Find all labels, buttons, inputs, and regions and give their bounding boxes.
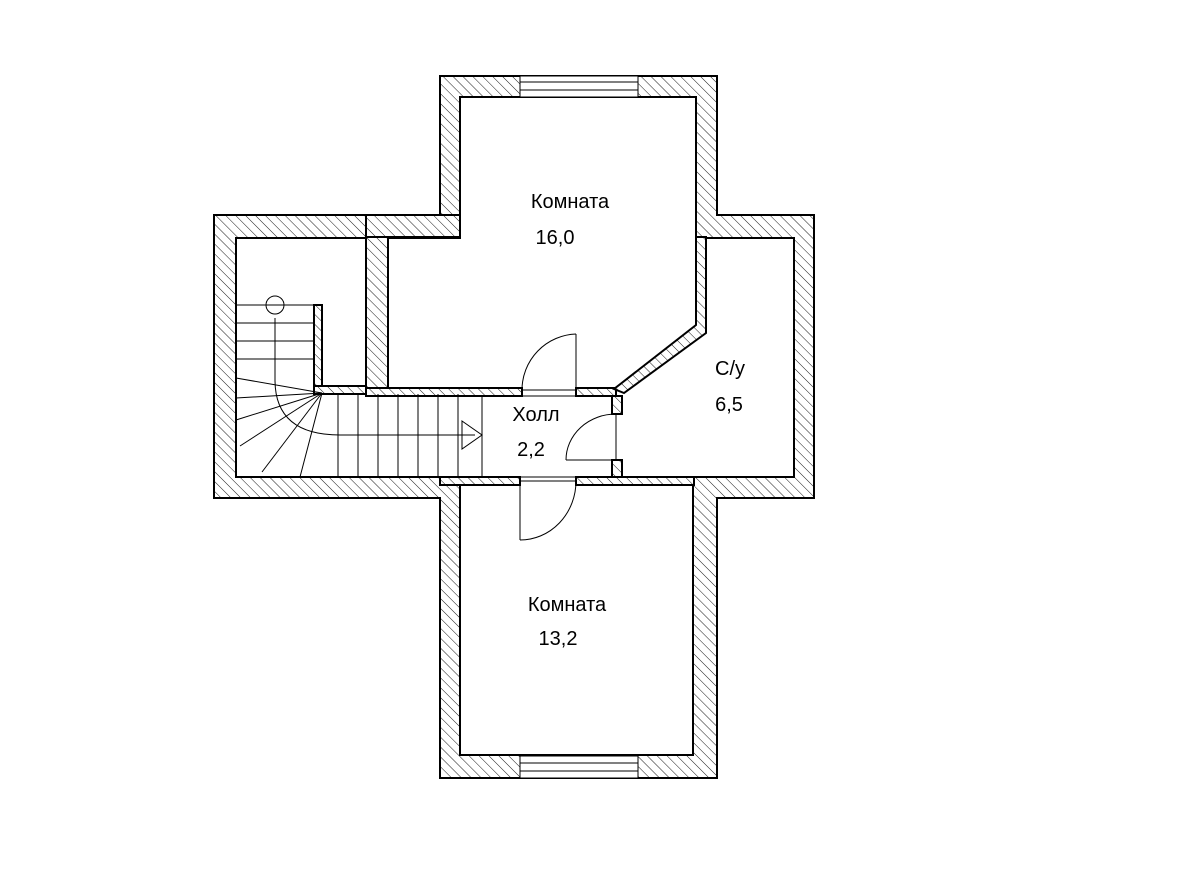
door-bathroom xyxy=(565,413,617,461)
stair-winder xyxy=(299,392,323,478)
stair-direction-arrow xyxy=(461,420,483,450)
room-area-hall: 2,2 xyxy=(517,439,545,461)
stair-winder xyxy=(235,377,323,394)
stair-winder xyxy=(235,392,323,399)
window-bottom xyxy=(519,755,639,779)
door-lower-room xyxy=(519,480,577,541)
room-area-bathroom: 6,5 xyxy=(715,394,743,416)
room-area-top: 16,0 xyxy=(536,227,575,249)
room-name-hall: Холл xyxy=(512,404,559,426)
window-top xyxy=(519,75,639,98)
staircase xyxy=(235,295,483,478)
stair-start-marker xyxy=(265,295,285,315)
room-area-bottom: 13,2 xyxy=(539,628,578,650)
room-name-bathroom: С/у xyxy=(715,358,745,380)
hall-outline xyxy=(481,395,612,478)
interior-walls xyxy=(313,97,707,486)
room-name-top: Комната xyxy=(531,191,610,213)
door-upper-room xyxy=(521,333,577,391)
stair-winder xyxy=(261,392,323,473)
exterior-wall xyxy=(213,75,815,779)
stair-walkline xyxy=(274,318,475,436)
room-name-bottom: Комната xyxy=(528,594,607,616)
stair-winder xyxy=(239,392,323,447)
stair-winder xyxy=(235,392,323,421)
